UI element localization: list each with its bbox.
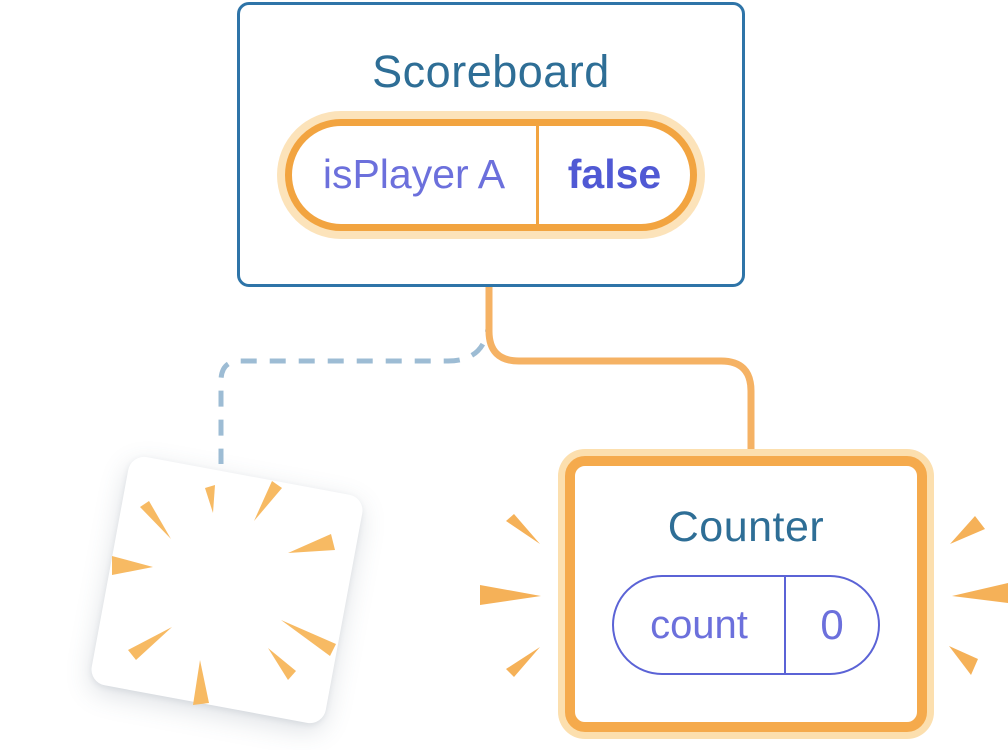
scoreboard-state-pill: isPlayer A false	[285, 118, 697, 231]
scoreboard-component-card: Scoreboard isPlayer A false	[237, 2, 745, 287]
scoreboard-title: Scoreboard	[372, 46, 610, 97]
state-label: count	[650, 602, 748, 647]
state-value: 0	[820, 601, 844, 649]
dashed-connector-line	[218, 315, 492, 464]
counter-state-pill: count 0	[612, 575, 880, 676]
emphasis-dash	[506, 647, 540, 677]
connector-line	[485, 280, 755, 456]
emphasis-dashes-right-icon	[949, 516, 1008, 675]
emphasis-dash	[949, 646, 978, 675]
emphasis-dashes-left-icon	[480, 514, 541, 677]
emphasis-dash	[950, 516, 985, 544]
state-value: false	[567, 151, 662, 197]
emphasis-dash	[952, 583, 1008, 603]
emphasis-dash	[480, 585, 541, 605]
state-label: isPlayer A	[322, 151, 506, 197]
counter-title: Counter	[667, 503, 825, 551]
pill-divider	[784, 577, 786, 674]
counter-component-card: Counter count 0	[565, 456, 927, 732]
destroyed-component-card	[88, 454, 366, 726]
emphasis-dash	[506, 514, 540, 544]
pill-divider	[536, 125, 539, 224]
